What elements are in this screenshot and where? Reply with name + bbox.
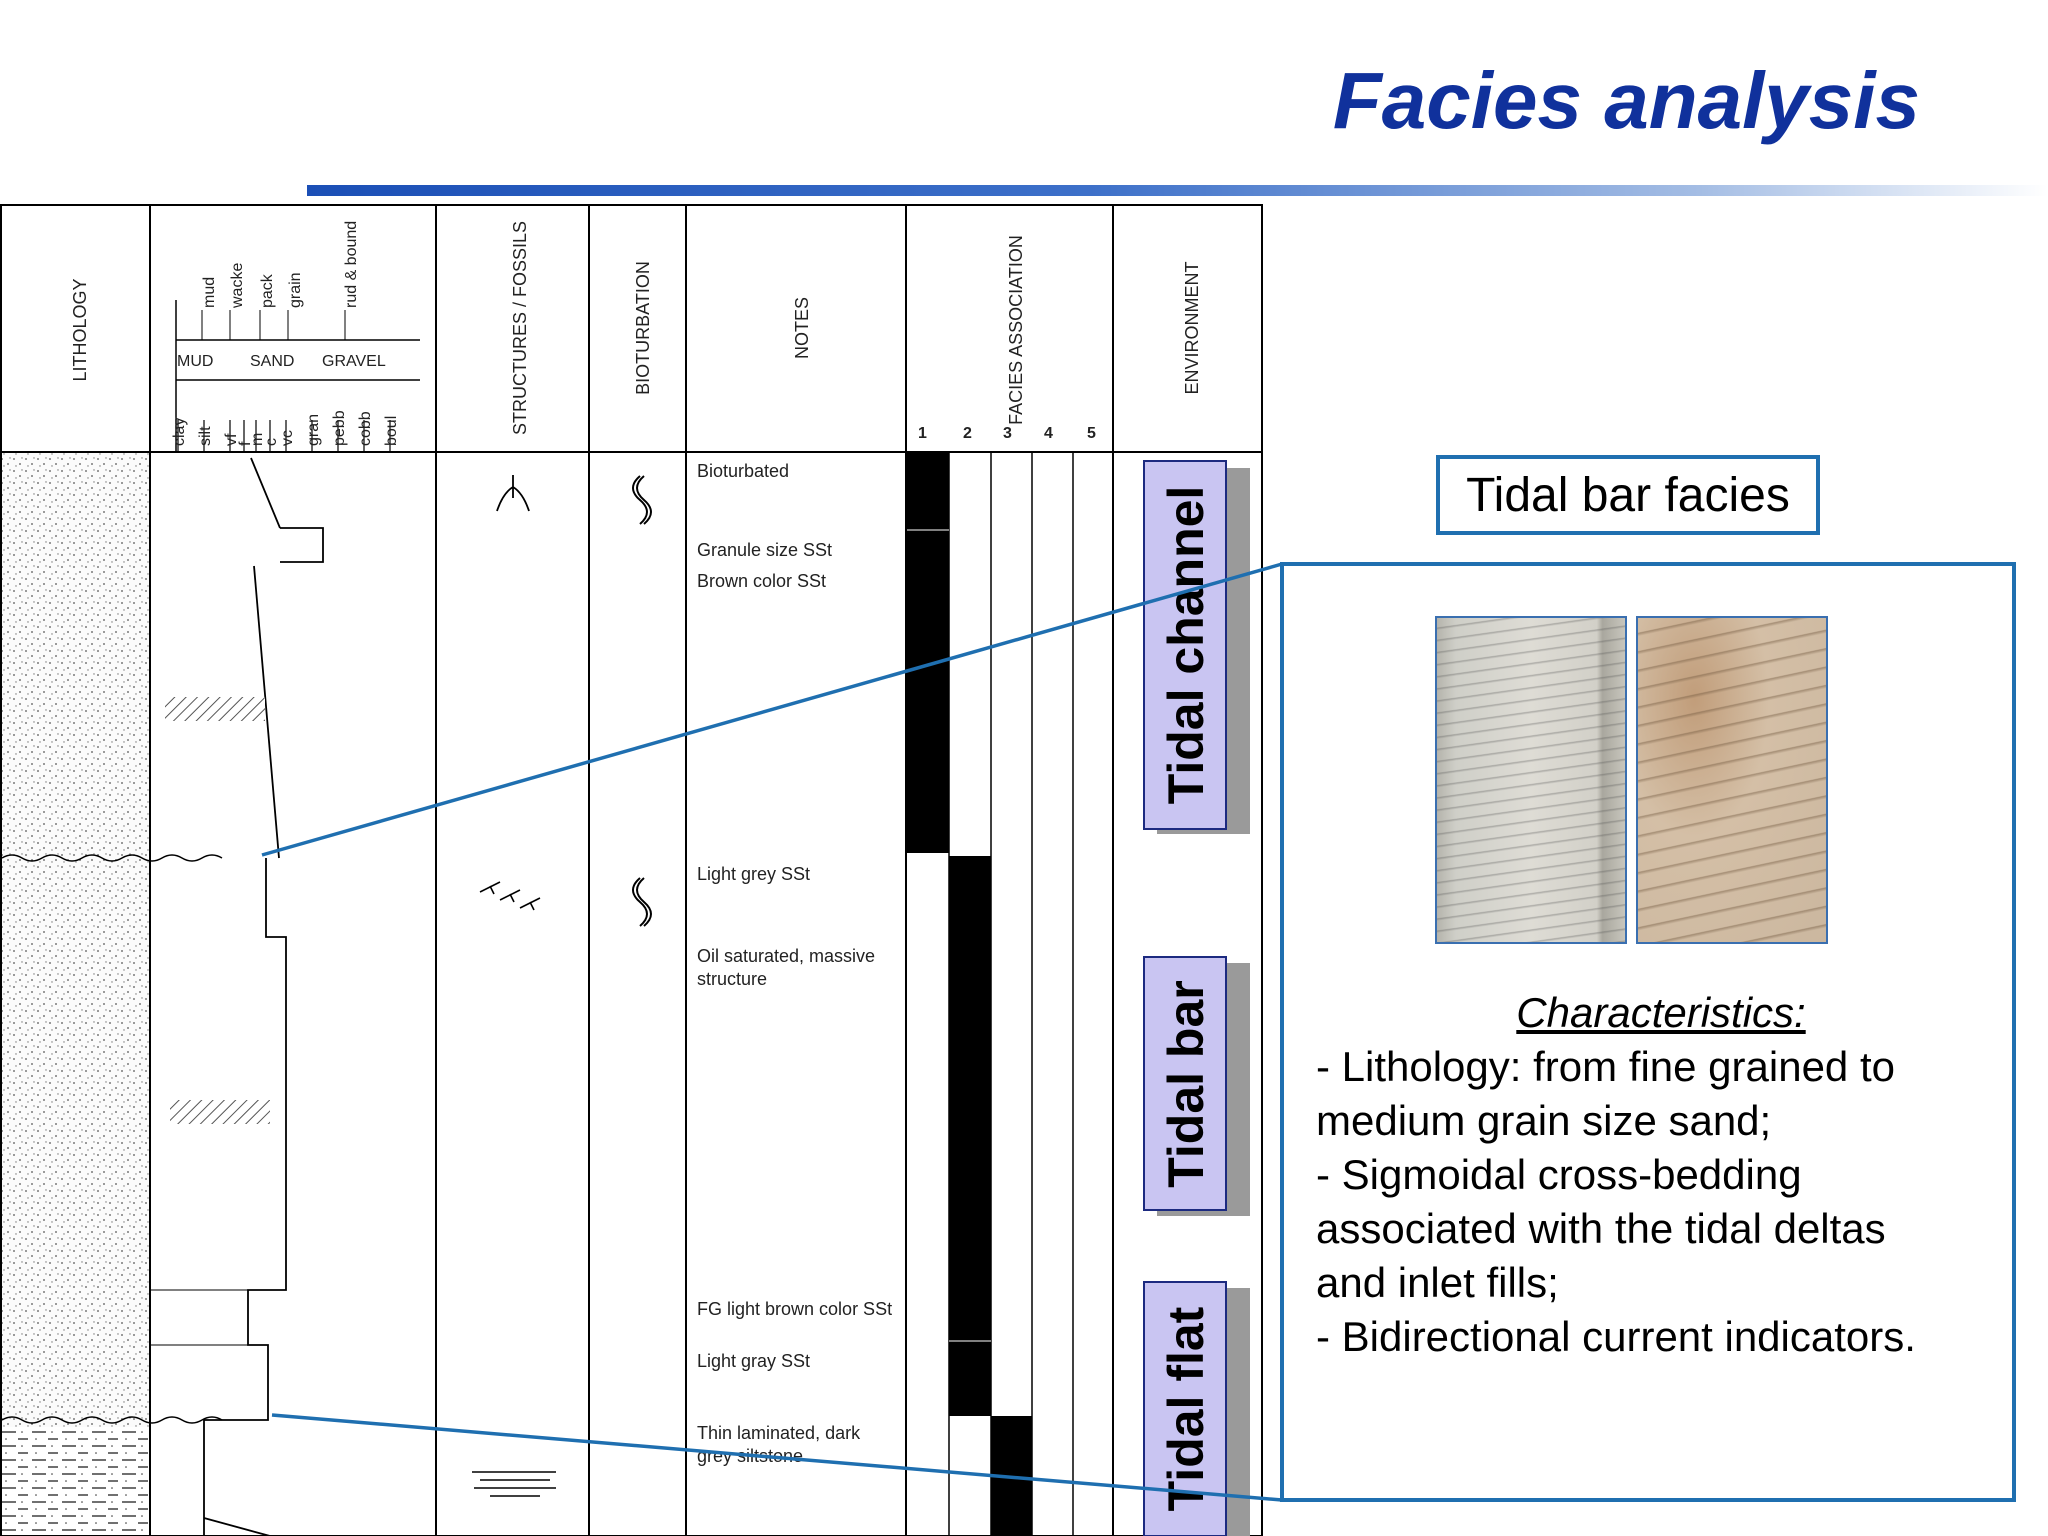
facies-bar-2	[949, 856, 991, 1416]
svg-text:Tidal channel: Tidal channel	[1158, 486, 1214, 805]
log-frame	[0, 204, 1263, 1536]
note-oil-cont: structure	[697, 969, 767, 989]
sandstone-lithology	[2, 453, 149, 1427]
note-light-grey: Light grey SSt	[697, 864, 810, 884]
facies-panel: Characteristics: - Lithology: from fine …	[1280, 562, 2016, 1502]
scale-group-sand: SAND	[250, 353, 294, 370]
svg-text:Tidal flat: Tidal flat	[1158, 1306, 1214, 1511]
facies-num-4: 4	[1044, 425, 1053, 442]
env-label-tidal-channel: Tidal channel	[1143, 460, 1250, 834]
note-thin-laminated: Thin laminated, dark	[697, 1423, 861, 1443]
lamination-icon	[472, 1471, 556, 1497]
title-rule	[307, 185, 2048, 196]
scale-f: f	[237, 441, 254, 446]
facies-num-5: 5	[1087, 425, 1096, 442]
header-structures: STRUCTURES / FOSSILS	[510, 221, 530, 435]
burrow-icon	[632, 877, 652, 927]
siltstone-lithology	[2, 1427, 149, 1535]
env-label-tidal-bar: Tidal bar	[1143, 956, 1250, 1216]
scale-wacke: wacke	[229, 263, 246, 309]
scale-vc: vc	[279, 430, 296, 446]
facies-title-box: Tidal bar facies	[1436, 455, 1820, 535]
facies-bar-1	[907, 453, 949, 853]
grain-size-profile	[150, 457, 324, 1536]
scale-boul: boul	[383, 416, 400, 446]
hatch-mark-2	[170, 1100, 270, 1124]
cross-bedding-icon	[479, 881, 541, 911]
scale-silt: silt	[197, 426, 214, 446]
note-light-gray: Light gray SSt	[697, 1351, 810, 1371]
scale-gran: gran	[305, 414, 322, 446]
scale-c: c	[263, 438, 280, 446]
note-oil: Oil saturated, massive	[697, 946, 875, 966]
callout-line-top	[261, 562, 1283, 857]
header-environment: ENVIRONMENT	[1182, 261, 1202, 394]
char-line: - Lithology: from fine grained to	[1316, 1043, 1895, 1090]
header-lithology: LITHOLOGY	[70, 278, 90, 381]
hatch-mark-1	[165, 697, 265, 721]
burrow-icon	[632, 475, 652, 525]
scale-mud: mud	[201, 277, 218, 308]
char-line: associated with the tidal deltas	[1316, 1205, 1886, 1252]
env-label-tidal-flat: Tidal flat	[1143, 1281, 1250, 1536]
characteristics-text: Characteristics: - Lithology: from fine …	[1316, 986, 2006, 1364]
scale-m: m	[249, 433, 266, 446]
char-line: and inlet fills;	[1316, 1259, 1559, 1306]
svg-text:Tidal bar: Tidal bar	[1158, 980, 1214, 1187]
root-trace-icon	[496, 475, 530, 512]
facies-num-2: 2	[963, 425, 972, 442]
scale-pebb: pebb	[331, 410, 348, 446]
facies-num-1: 1	[918, 425, 927, 442]
char-line: - Bidirectional current indicators.	[1316, 1313, 1916, 1360]
header-notes: NOTES	[792, 297, 812, 359]
scale-cobb: cobb	[357, 411, 374, 446]
char-line: - Sigmoidal cross-bedding	[1316, 1151, 1802, 1198]
note-granule: Granule size SSt	[697, 540, 832, 560]
core-photo-1	[1435, 616, 1627, 944]
char-line: medium grain size sand;	[1316, 1097, 1772, 1144]
slide-title: Facies analysis	[1332, 56, 1920, 145]
note-bioturbated: Bioturbated	[697, 461, 789, 481]
scale-group-mud: MUD	[177, 353, 213, 370]
core-photo-2	[1636, 616, 1828, 944]
characteristics-heading: Characteristics:	[1516, 989, 1806, 1036]
header-bioturbation: BIOTURBATION	[633, 261, 653, 395]
scale-rud-bound: rud & bound	[343, 221, 360, 308]
scale-pack: pack	[259, 273, 276, 308]
grain-size-scale: mud wacke pack grain rud & bound MUD SAN…	[171, 221, 420, 452]
callout-line-bottom	[271, 1413, 1283, 1502]
note-fg: FG light brown color SSt	[697, 1299, 892, 1319]
scale-clay: clay	[171, 418, 188, 446]
scale-vf: vf	[223, 433, 240, 446]
header-facies-association: FACIES ASSOCIATION	[1006, 235, 1026, 425]
note-brown: Brown color SSt	[697, 571, 826, 591]
scale-grain: grain	[287, 272, 304, 308]
scale-group-gravel: GRAVEL	[322, 353, 386, 370]
facies-num-3: 3	[1003, 425, 1012, 442]
